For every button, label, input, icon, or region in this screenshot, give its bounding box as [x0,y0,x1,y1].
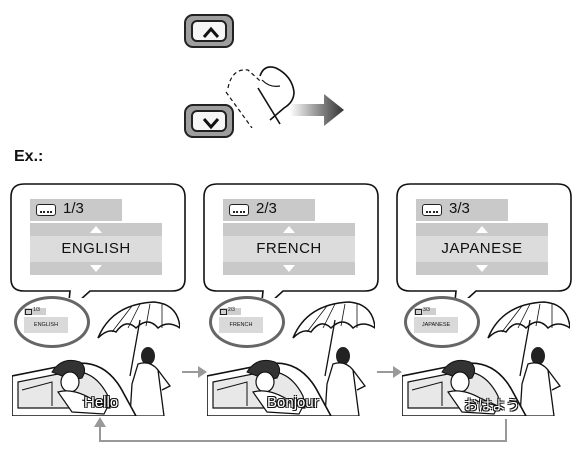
up-key[interactable] [184,14,234,48]
callout-down-bar [416,262,548,275]
callout-header: 1/3 [30,199,122,221]
callout-japanese: 3/3 JAPANESE [396,183,572,313]
callout-index: 2/3 [256,200,277,217]
subtitle-text: Hello [84,394,119,411]
arrowhead-icon [393,366,402,378]
example-label: Ex.: [14,148,44,165]
callout-language: FRENCH [223,236,355,262]
highlight-ring [209,296,285,348]
finger-press-icon [225,66,295,128]
subtitle-icon [36,204,56,216]
callout-up-bar [30,223,162,236]
triangle-down-icon [90,265,102,272]
callout-header: 3/3 [416,199,508,221]
arrowhead-icon [198,366,207,378]
loop-back-arrow [99,419,507,442]
subtitle-icon [422,204,442,216]
triangle-up-icon [283,226,295,233]
callout-header: 2/3 [223,199,315,221]
callout-french: 2/3 FRENCH [203,183,379,313]
triangle-down-icon [283,265,295,272]
triangle-up-icon [476,226,488,233]
up-key-face [191,20,227,42]
callout-index: 3/3 [449,200,470,217]
arrowhead-icon [94,417,106,427]
callout-down-bar [223,262,355,275]
callout-language: JAPANESE [416,236,548,262]
subtitle-text: おはよう [464,398,520,414]
triangle-down-icon [476,265,488,272]
flow-arrows [94,366,507,442]
highlight-ring [14,296,90,348]
callout-english: 1/3 ENGLISH [10,183,186,313]
down-key[interactable] [184,104,234,138]
chevron-down-icon [202,118,220,130]
down-key-face [191,110,227,132]
callout-up-bar [416,223,548,236]
callout-up-bar [223,223,355,236]
subtitle-text: Bonjour [267,394,319,411]
triangle-up-icon [90,226,102,233]
motion-arrow-icon [290,94,344,126]
subtitle-icon [229,204,249,216]
callout-down-bar [30,262,162,275]
callout-language: ENGLISH [30,236,162,262]
chevron-up-icon [202,26,220,38]
highlight-ring [404,296,480,348]
callout-index: 1/3 [63,200,84,217]
